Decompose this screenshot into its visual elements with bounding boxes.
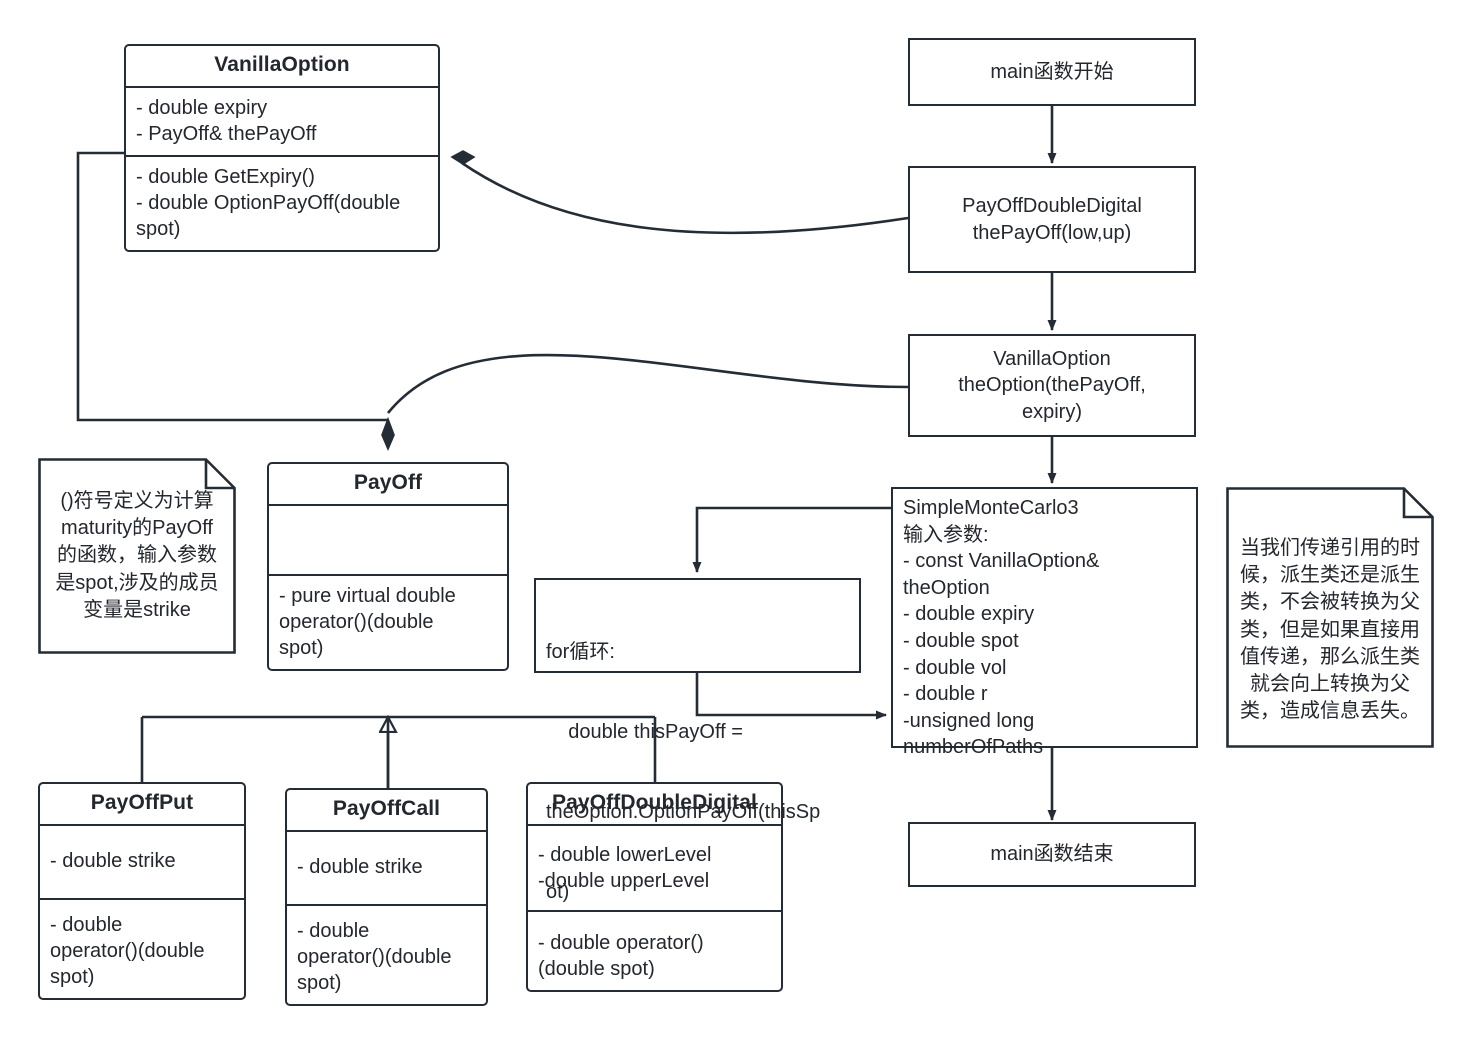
note-line: 就会向上转换为父 xyxy=(1250,672,1410,695)
flow-text-line: - double expiry xyxy=(903,603,1035,626)
class-payoff-title: PayOff xyxy=(269,464,507,506)
flow-text-line: theOption xyxy=(903,576,990,599)
note-left-text: ()符号定义为计算 maturity的PayOff 的函数，输入参数 是spot… xyxy=(38,458,236,634)
operation-line: - double OptionPayOff(double xyxy=(136,192,401,214)
note-line: maturity的PayOff xyxy=(61,517,213,540)
note-line: 当我们传递引用的时 xyxy=(1240,537,1420,559)
note-line: 变量是strike xyxy=(83,598,191,621)
operation-line: - double xyxy=(297,920,370,942)
class-vanillaoption-attributes: - double expiry - PayOff& thePayOff xyxy=(126,88,438,157)
note-line: ()符号定义为计算 xyxy=(60,490,214,512)
note-line: 是spot,涉及的成员 xyxy=(55,571,219,594)
class-payoffcall-attributes: - double strike xyxy=(287,832,486,906)
flow-simplemontecarlo3[interactable]: SimpleMonteCarlo3 输入参数: - const VanillaO… xyxy=(891,487,1198,758)
composition-diamond-payoff xyxy=(381,416,395,452)
class-payoffcall-title: PayOffCall xyxy=(287,790,486,832)
flow-text-line: theOption(thePayOff, xyxy=(958,374,1146,397)
operation-line: - double operator() xyxy=(538,932,704,954)
flow-main-start[interactable]: main函数开始 xyxy=(908,38,1196,106)
note-payoff-operator: ()符号定义为计算 maturity的PayOff 的函数，输入参数 是spot… xyxy=(38,458,236,654)
edge-option-instance-to-payoff xyxy=(386,353,909,414)
flow-text-line: main函数结束 xyxy=(990,843,1114,866)
class-vanillaoption-operations: - double GetExpiry() - double OptionPayO… xyxy=(126,157,438,250)
flow-text-line: thePayOff(low,up) xyxy=(972,221,1132,244)
edge-payoff-instance-to-vanillaoption xyxy=(461,161,909,235)
note-line: 类，造成信息丢失。 xyxy=(1240,700,1420,723)
flow-text-line: VanillaOption xyxy=(993,347,1111,370)
operation-line: operator()(double xyxy=(50,940,205,962)
operation-line: spot) xyxy=(50,966,95,988)
flow-text-line: double thisPayOff = xyxy=(546,720,743,743)
flow-text-line: - double r xyxy=(903,683,988,706)
flow-text-line: theOption.OptionPayOff(thisSp xyxy=(546,800,821,823)
operation-line: spot) xyxy=(297,972,342,994)
flow-main-end[interactable]: main函数结束 xyxy=(908,822,1196,887)
class-payoffdoubledigital[interactable]: PayOffDoubleDigital - double lowerLevel … xyxy=(526,782,783,992)
attribute-line: -double upperLevel xyxy=(538,870,710,892)
operation-line: spot) xyxy=(279,637,324,659)
flow-text-line: for循环: xyxy=(546,641,615,664)
flow-text-line: 输入参数: xyxy=(903,523,989,546)
flow-text-line: ot) xyxy=(546,880,570,903)
flow-text-line: SimpleMonteCarlo3 xyxy=(903,497,1079,519)
class-payoffcall[interactable]: PayOffCall - double strike - double oper… xyxy=(285,788,488,1006)
attribute-line: - double lowerLevel xyxy=(538,844,712,866)
class-vanillaoption[interactable]: VanillaOption - double expiry - PayOff& … xyxy=(124,44,440,252)
class-payoffput-operations: - double operator()(double spot) xyxy=(40,900,244,998)
class-payoffdoubledigital-operations: - double operator() (double spot) xyxy=(528,912,781,990)
operation-line: operator()(double xyxy=(297,946,452,968)
note-right-text: 当我们传递引用的时 候，派生类还是派生 类，不会被转换为父 类，但是如果直接用 … xyxy=(1226,487,1434,735)
operation-line: - double xyxy=(50,914,123,936)
note-line: 候，派生类还是派生 xyxy=(1240,564,1420,587)
operation-line: operator()(double xyxy=(279,611,434,633)
flow-main-end-label: main函数结束 xyxy=(990,841,1113,867)
operation-line: - pure virtual double xyxy=(279,585,456,607)
flow-for-loop[interactable]: for循环: double thisPayOff = theOption.Opt… xyxy=(534,578,861,903)
flow-text-line: PayOffDoubleDigital xyxy=(962,195,1142,218)
flow-text-line: - double spot xyxy=(903,629,1019,652)
class-payoffdoubledigital-attributes: - double lowerLevel -double upperLevel xyxy=(528,826,781,912)
note-shape-right xyxy=(1226,487,1434,748)
note-shape-left xyxy=(38,458,236,654)
flow-create-payoff[interactable]: PayOffDoubleDigital thePayOff(low,up) xyxy=(908,166,1196,273)
note-line: 类，不会被转换为父 xyxy=(1240,591,1420,614)
operation-line: - double GetExpiry() xyxy=(136,166,315,188)
flow-text-line: - double vol xyxy=(903,656,1007,679)
flow-create-payoff-label: PayOffDoubleDigital thePayOff(low,up) xyxy=(962,193,1142,246)
flow-text-line: - const VanillaOption& xyxy=(903,550,1100,573)
edge-montecarlo-to-forloop xyxy=(692,506,893,573)
attribute-line: - double expiry xyxy=(136,97,268,119)
flow-text-line: -unsigned long xyxy=(903,709,1035,732)
note-line: 的函数，输入参数 xyxy=(57,544,217,567)
operation-line: (double spot) xyxy=(538,958,655,980)
class-payoffput[interactable]: PayOffPut - double strike - double opera… xyxy=(38,782,246,1000)
class-payoffput-attributes: - double strike xyxy=(40,826,244,900)
class-payoffcall-operations: - double operator()(double spot) xyxy=(287,906,486,1004)
class-payoff-operations: - pure virtual double operator()(double … xyxy=(269,576,507,669)
class-payoff[interactable]: PayOff - pure virtual double operator()(… xyxy=(267,462,509,671)
note-line: 类，但是如果直接用 xyxy=(1240,618,1420,641)
flow-create-option[interactable]: VanillaOption theOption(thePayOff, expir… xyxy=(908,334,1196,437)
attribute-line: - double strike xyxy=(297,856,423,878)
note-line: 值传递，那么派生类 xyxy=(1240,645,1420,668)
attribute-line: - double strike xyxy=(50,850,176,872)
class-payoff-attributes xyxy=(269,506,507,576)
flow-text-line: expiry) xyxy=(1021,400,1082,423)
attribute-line: - PayOff& thePayOff xyxy=(136,123,317,145)
operation-line: spot) xyxy=(136,218,181,240)
flow-text-line: main函数开始 xyxy=(990,60,1114,83)
flow-main-start-label: main函数开始 xyxy=(990,59,1113,85)
class-vanillaoption-title: VanillaOption xyxy=(126,46,438,88)
class-payoffput-title: PayOffPut xyxy=(40,784,244,826)
flow-create-option-label: VanillaOption theOption(thePayOff, expir… xyxy=(958,346,1146,425)
flow-text-line: numberOfPaths xyxy=(903,736,1044,759)
note-pass-by-reference: 当我们传递引用的时 候，派生类还是派生 类，不会被转换为父 类，但是如果直接用 … xyxy=(1226,487,1434,748)
class-payoffdoubledigital-title: PayOffDoubleDigital xyxy=(528,784,781,826)
composition-diamond-vanillaoption xyxy=(450,150,476,165)
